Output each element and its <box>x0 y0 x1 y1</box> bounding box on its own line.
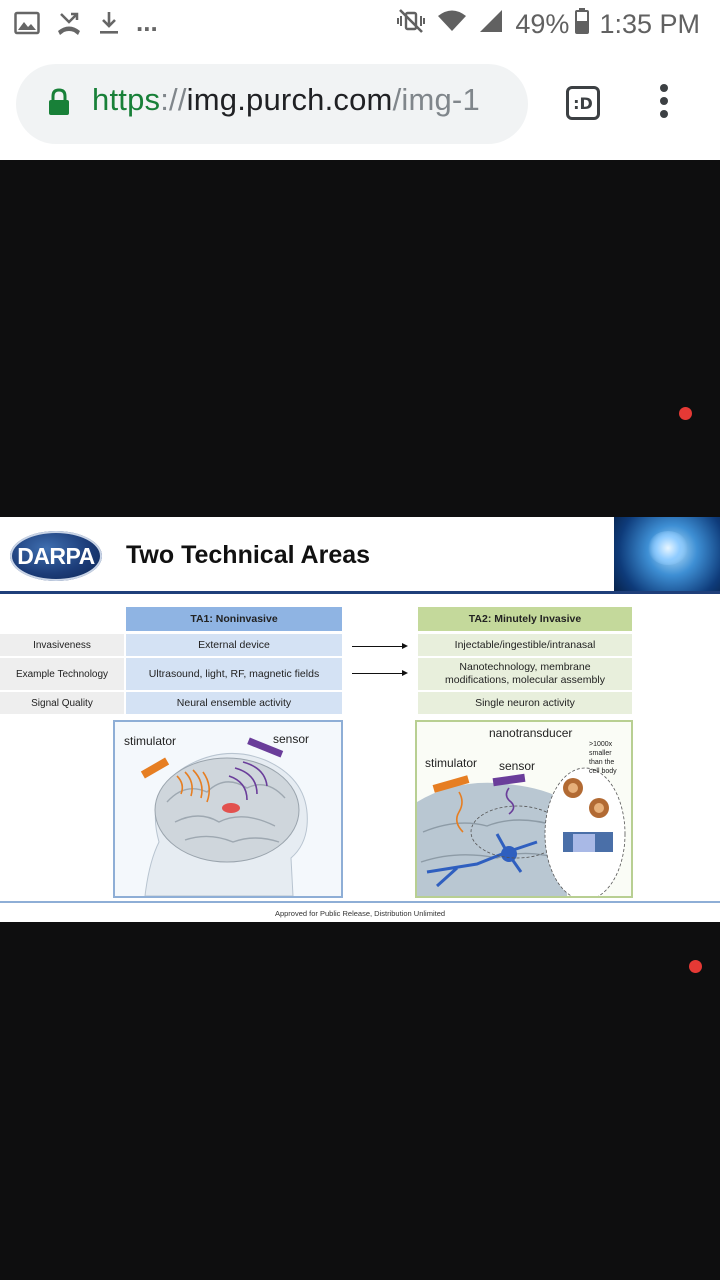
tab-switcher-label: :D <box>573 93 593 113</box>
dot-icon <box>660 84 668 92</box>
signal-icon <box>479 9 503 40</box>
dot-icon <box>660 110 668 118</box>
darpa-logo: DARPA <box>10 531 102 581</box>
url-host: img.purch.com <box>186 82 393 117</box>
url-bar[interactable]: https://img.purch.com/img-1 <box>16 64 528 144</box>
row-label-invasiveness: Invasiveness <box>0 634 124 656</box>
arrow <box>352 670 408 676</box>
arrow <box>352 643 408 649</box>
lock-icon <box>48 88 70 121</box>
ta2-signal-quality: Single neuron activity <box>418 692 632 714</box>
slide-header: DARPA Two Technical Areas <box>0 517 720 591</box>
dot-icon <box>660 97 668 105</box>
brain-glow <box>648 531 688 565</box>
header-divider <box>0 591 720 594</box>
status-bar: ... 49% 1:35 PM <box>0 0 720 48</box>
vibrate-off-icon <box>397 8 426 41</box>
head-illustration <box>140 737 308 896</box>
ta1-signal-quality: Neural ensemble activity <box>126 692 342 714</box>
url-path: /img-1 <box>392 82 480 117</box>
sensor-label: sensor <box>499 759 536 773</box>
sensor-label: sensor <box>273 732 310 746</box>
ta1-header: TA1: Noninvasive <box>126 607 342 631</box>
battery-icon <box>575 8 590 41</box>
ta1-invasiveness: External device <box>126 634 342 656</box>
more-notifications-icon: ... <box>136 7 158 37</box>
noninvasive-illustration: stimulator sensor <box>113 720 343 898</box>
stimulator-label: stimulator <box>124 734 177 748</box>
overflow-menu-button[interactable] <box>656 84 672 124</box>
battery-percent: 49% <box>515 9 570 39</box>
ta1-example-technology: Ultrasound, light, RF, magnetic fields <box>126 658 342 690</box>
stimulator-label: stimulator <box>425 756 478 770</box>
tab-switcher-button[interactable]: :D <box>566 86 600 120</box>
ta2-invasiveness: Injectable/ingestible/intranasal <box>418 634 632 656</box>
nanotransducer-label: nanotransducer <box>489 726 573 740</box>
url-text[interactable]: https://img.purch.com/img-1 <box>92 82 480 118</box>
row-label-example-technology: Example Technology <box>0 658 124 690</box>
row-label-signal-quality: Signal Quality <box>0 692 124 714</box>
neuron-illustration <box>417 767 626 896</box>
url-separator: :// <box>160 82 187 117</box>
ta2-header: TA2: Minutely Invasive <box>418 607 632 631</box>
minutely-invasive-illustration: nanotransducer stimulator sensor >1000x … <box>415 720 633 898</box>
browser-toolbar: https://img.purch.com/img-1 :D <box>0 48 720 160</box>
brain-image <box>614 517 720 591</box>
gallery-icon <box>14 11 40 40</box>
scale-note: >1000x smaller than the cell body <box>589 741 617 775</box>
download-icon <box>98 10 120 41</box>
clock: 1:35 PM <box>599 9 700 39</box>
ta2-example-technology: Nanotechnology, membrane modifications, … <box>418 658 632 690</box>
url-scheme: https <box>92 82 161 117</box>
slide-footer: Approved for Public Release, Distributio… <box>274 909 446 918</box>
slide-title: Two Technical Areas <box>126 541 371 569</box>
slide-image: DARPA Two Technical Areas TA1: Noninvasi… <box>0 517 720 922</box>
red-dot-indicator <box>689 960 702 973</box>
red-dot-indicator <box>679 407 692 420</box>
missed-call-icon <box>56 10 82 41</box>
footer-divider <box>0 901 720 903</box>
wifi-icon <box>437 9 467 40</box>
